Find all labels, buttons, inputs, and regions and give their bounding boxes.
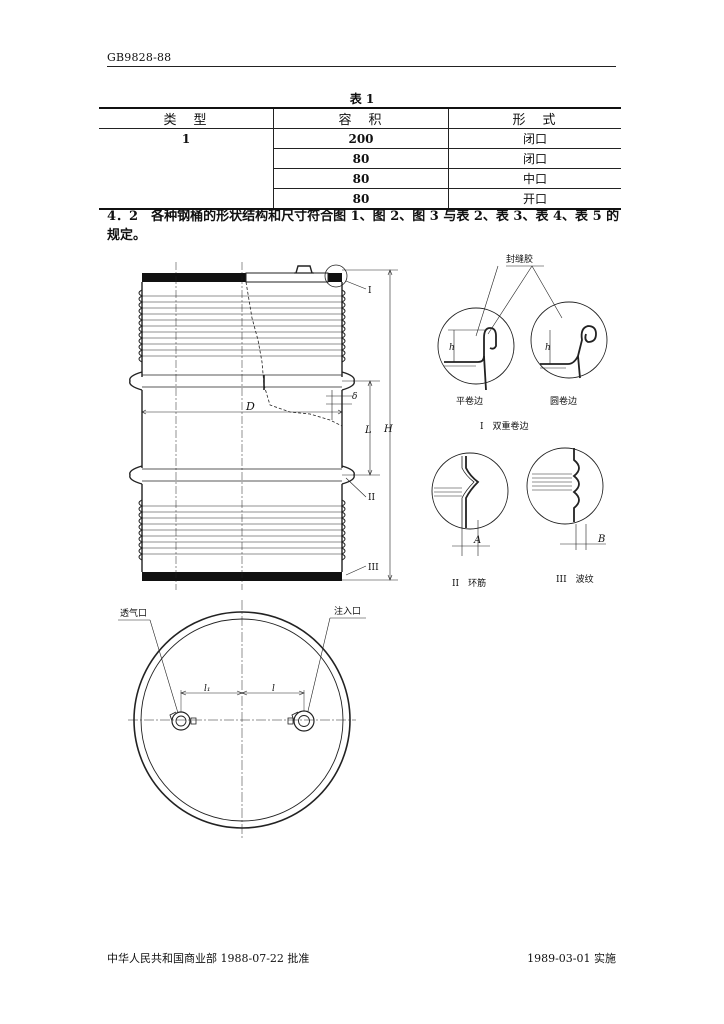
label-l1: l₁ (204, 684, 211, 694)
label-L: L (364, 425, 372, 436)
bung-fitting (295, 265, 313, 274)
column-header-capacity: 容 积 (273, 107, 449, 129)
drum-top-view: 透气口 注入口 l₁ l (118, 600, 366, 840)
label-detail-III-title: III 波纹 (556, 573, 594, 585)
lower-rolling-hoop (129, 465, 143, 485)
table-cell: 200 (273, 128, 449, 149)
detail-hoop-views: A B II 环筋 III 波纹 (431, 447, 606, 589)
column-header-type: 类 型 (99, 107, 274, 129)
capacity-table: 类 型 容 积 形 式 1 200 闭口 80 闭口 80 中口 80 开口 (99, 107, 621, 210)
label-detail-II-title: II 环筋 (452, 577, 486, 589)
table-header-row: 类 型 容 积 形 式 (99, 107, 621, 129)
column-header-form: 形 式 (448, 107, 621, 129)
table-cell: 开口 (448, 188, 621, 210)
flat-seam-circle (437, 307, 515, 385)
detail-seam-views: 封缝胶 h h 平卷边 圆卷边 I 双重卷边 (437, 253, 608, 432)
round-seam-circle (530, 301, 608, 379)
label-detail-I-title: I 双重卷边 (480, 420, 529, 432)
table-row: 80 开口 (99, 188, 621, 210)
table-cell: 80 (273, 148, 449, 169)
detail-circle-I (324, 264, 348, 288)
table-row: 1 200 闭口 (99, 128, 621, 149)
label-mark-I: I (368, 286, 372, 296)
approval-note: 中华人民共和国商业部 1988-07-22 批准 (107, 952, 310, 965)
label-D: D (245, 400, 255, 413)
table-title: 表 1 (349, 92, 375, 106)
label-flat-seam: 平卷边 (456, 395, 483, 407)
table-cell: 闭口 (448, 128, 621, 149)
label-h-round: h (545, 343, 551, 353)
clause-4-2: 4．2 各种钢桶的形状结构和尺寸符合图 1、图 2、图 3 与表 2、表 3、表… (107, 209, 620, 243)
label-A: A (473, 535, 481, 546)
vent-bung (169, 711, 197, 731)
label-H: H (383, 424, 393, 435)
drum-side-view: D δ L H I II III (129, 262, 398, 590)
standard-code: GB9828-88 (107, 51, 172, 64)
label-filler: 注入口 (334, 605, 361, 617)
label-B: B (597, 534, 605, 545)
label-mark-II: II (368, 493, 376, 503)
table-row: 80 闭口 (99, 148, 621, 169)
table-cell: 80 (273, 168, 449, 189)
label-mark-III: III (368, 563, 379, 573)
label-round-seam: 圆卷边 (550, 395, 577, 407)
filler-bung (287, 710, 315, 732)
label-h-flat: h (449, 343, 455, 353)
table-cell: 80 (273, 188, 449, 210)
hoop-detail-circle (431, 452, 509, 530)
corrugation-detail-circle (526, 447, 604, 525)
table-cell: 中口 (448, 168, 621, 189)
label-l: l (272, 684, 275, 694)
table-row: 80 中口 (99, 168, 621, 189)
implementation-date: 1989-03-01 实施 (527, 952, 616, 965)
upper-rolling-hoop (129, 371, 143, 391)
section-break-line (245, 281, 343, 427)
table-cell: 闭口 (448, 148, 621, 169)
drum-top-cutaway (245, 272, 329, 283)
label-sealant: 封缝胶 (506, 253, 533, 265)
label-vent: 透气口 (120, 607, 147, 619)
label-delta: δ (352, 392, 357, 402)
header-rule (107, 66, 616, 67)
